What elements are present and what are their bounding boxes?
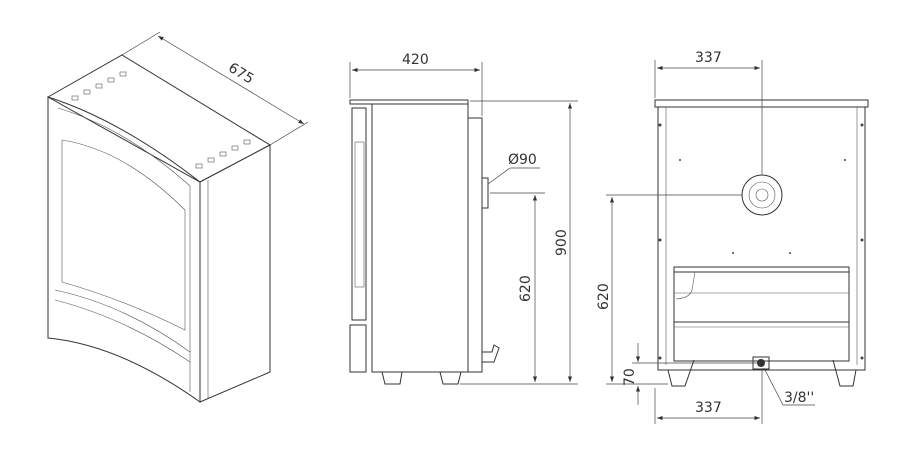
side-flue-height-label: 620 (518, 275, 534, 302)
depth-dimension-line (157, 35, 305, 125)
flue-outlet (481, 177, 489, 209)
rear-top-offset-label: 337 (695, 50, 722, 66)
isometric-view: 675 (46, 31, 309, 403)
top-vents (71, 71, 251, 169)
stove-right-face (199, 144, 271, 403)
depth-label: 675 (225, 60, 256, 87)
stove-door-glass (61, 139, 186, 331)
flue-diameter-label: Ø90 (508, 152, 537, 168)
side-body (371, 103, 469, 373)
rear-flue-height-label: 620 (596, 283, 612, 310)
rear-body (657, 106, 866, 371)
total-height-label: 900 (554, 229, 570, 256)
gas-connection-label: 3/8'' (784, 390, 814, 406)
rear-view: 337 620 70 337 3/8'' (596, 50, 869, 424)
gas-height-label: 70 (622, 368, 638, 386)
side-view: 420 Ø90 620 900 (349, 52, 578, 385)
side-width-label: 420 (402, 52, 429, 68)
rear-bottom-offset-label: 337 (695, 400, 722, 416)
